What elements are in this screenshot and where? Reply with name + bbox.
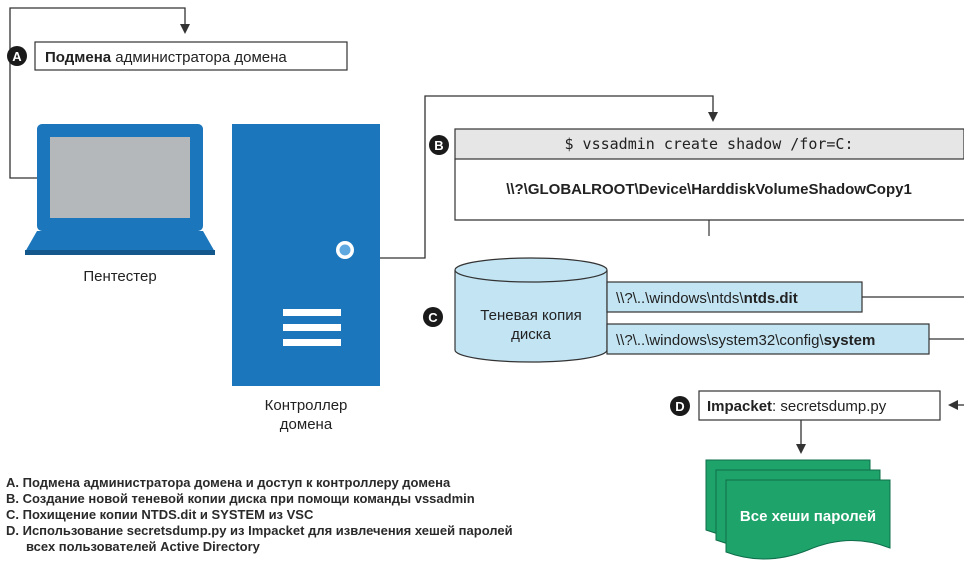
marker-b-letter: B xyxy=(434,138,443,153)
system-path-box xyxy=(606,323,930,355)
marker-d-letter: D xyxy=(675,399,684,414)
ntds-path-bold: ntds.dit xyxy=(744,290,798,307)
step-a-box xyxy=(34,41,348,71)
system-path-text: \\?\..\windows\system32\config\system xyxy=(616,332,875,349)
hashes-document-stack-icon xyxy=(705,459,891,560)
legend-item-d: D. Использование secretsdump.py из Impac… xyxy=(6,523,513,538)
legend-item-d-cont: всех пользователей Active Directory xyxy=(26,539,261,554)
step-a-rest: администратора домена xyxy=(111,49,287,66)
server-tower-icon xyxy=(232,124,380,386)
output-bracket xyxy=(454,159,964,221)
step-d-bold: Impacket xyxy=(707,398,772,415)
connector-b xyxy=(380,95,718,259)
system-path-bold: system xyxy=(824,332,876,349)
result-label: Все хеши паролей xyxy=(740,508,876,525)
legend-item-a: A. Подмена администратора домена и досту… xyxy=(6,475,451,490)
dc-label-line2: домена xyxy=(280,416,333,433)
marker-c xyxy=(423,307,443,327)
laptop-icon xyxy=(25,124,215,255)
step-d-rest: : secretsdump.py xyxy=(772,398,887,415)
disk-label-line1: Теневая копия xyxy=(480,307,581,324)
connector-a xyxy=(9,7,190,179)
disk-label-line2: диска xyxy=(511,326,552,343)
step-d-text: Impacket: secretsdump.py xyxy=(707,398,887,415)
legend-item-c: C. Похищение копии NTDS.dit и SYSTEM из … xyxy=(6,507,314,522)
marker-c-letter: C xyxy=(428,310,438,325)
command-text: $ vssadmin create shadow /for=C: xyxy=(565,135,854,153)
dc-label-line1: Контроллер xyxy=(265,397,348,414)
marker-a-letter: A xyxy=(12,49,22,64)
disk-cylinder-icon xyxy=(454,257,608,363)
legend-item-b: B. Создание новой теневой копии диска пр… xyxy=(6,491,475,506)
ntds-path-prefix: \\?\..\windows\ntds\ xyxy=(616,290,744,307)
legend: A. Подмена администратора домена и досту… xyxy=(6,475,513,554)
pentester-label: Пентестер xyxy=(83,268,156,285)
ntds-path-text: \\?\..\windows\ntds\ntds.dit xyxy=(616,290,798,307)
shadow-output-text: \\?\GLOBALROOT\Device\HarddiskVolumeShad… xyxy=(506,181,912,198)
system-path-prefix: \\?\..\windows\system32\config\ xyxy=(616,332,824,349)
marker-d xyxy=(670,396,690,416)
step-d-box xyxy=(698,390,941,421)
step-a-text: Подмена администратора домена xyxy=(45,49,287,66)
marker-a xyxy=(7,46,27,66)
marker-b xyxy=(429,135,449,155)
step-a-bold: Подмена xyxy=(45,49,112,66)
command-bar xyxy=(454,128,964,160)
